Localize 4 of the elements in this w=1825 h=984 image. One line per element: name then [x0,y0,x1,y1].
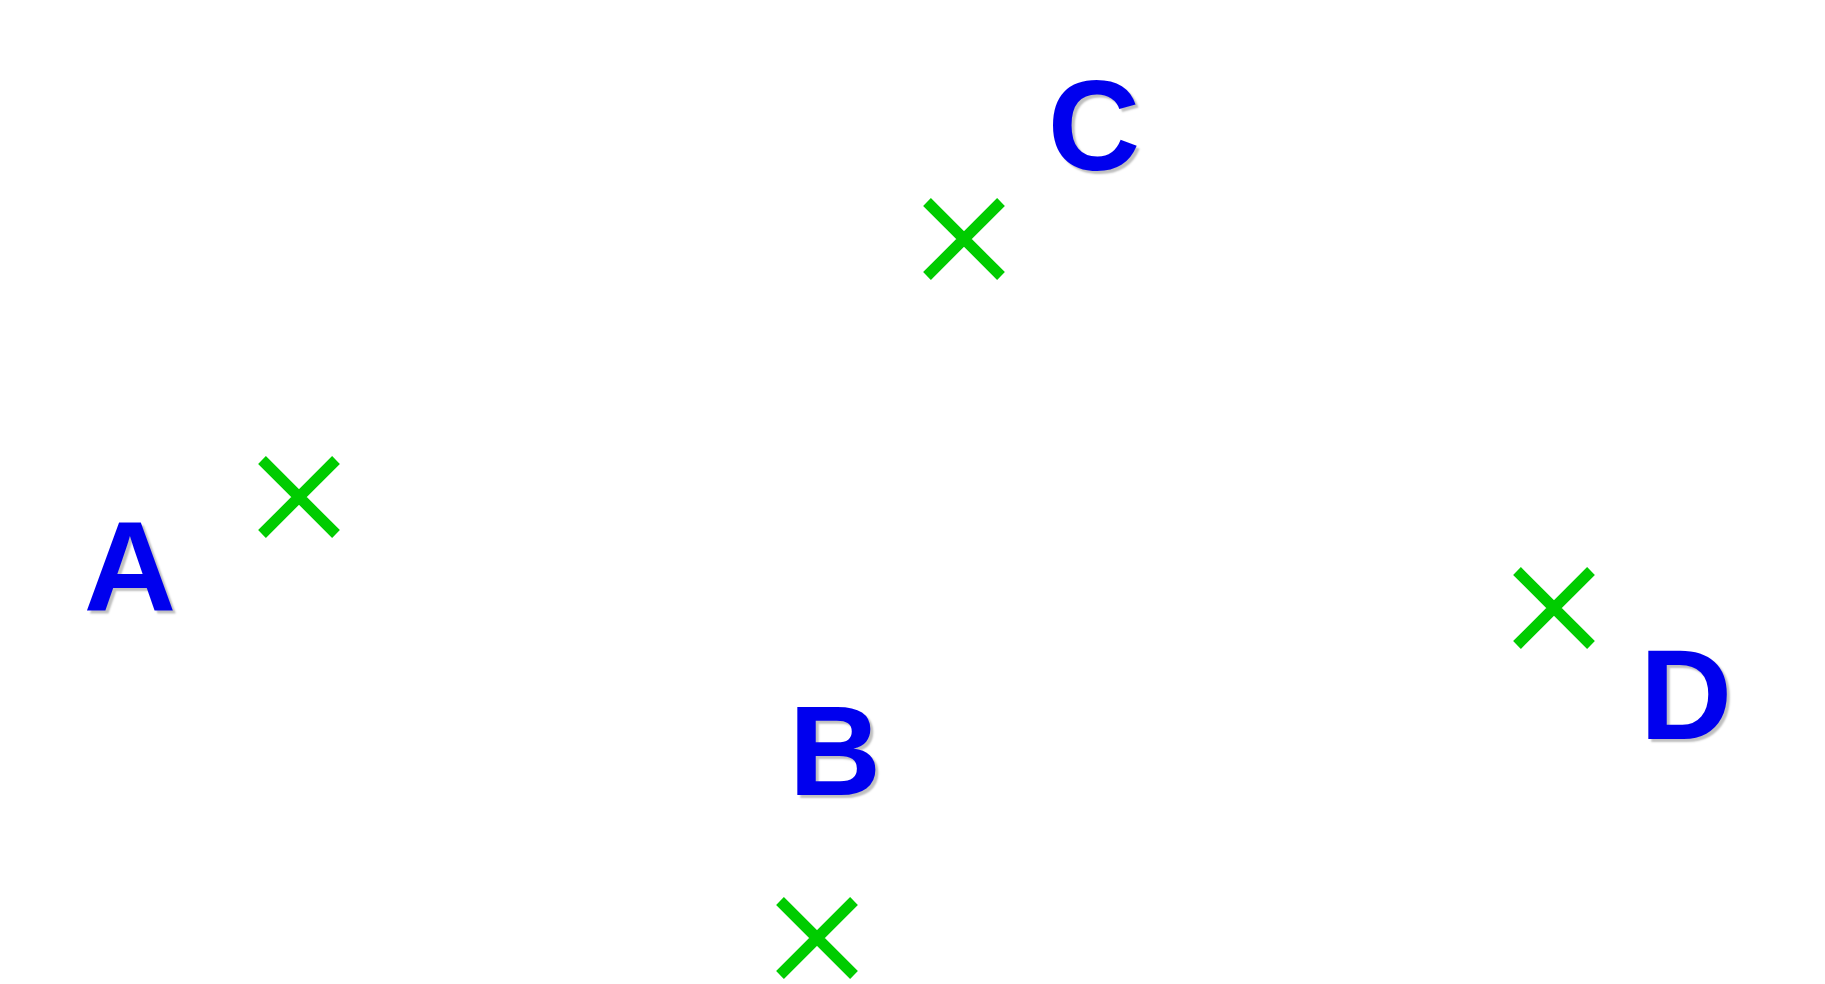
point-label: C [1047,62,1141,190]
point-label: D [1639,631,1733,759]
point-label: B [788,687,882,815]
point-label: A [83,503,177,631]
